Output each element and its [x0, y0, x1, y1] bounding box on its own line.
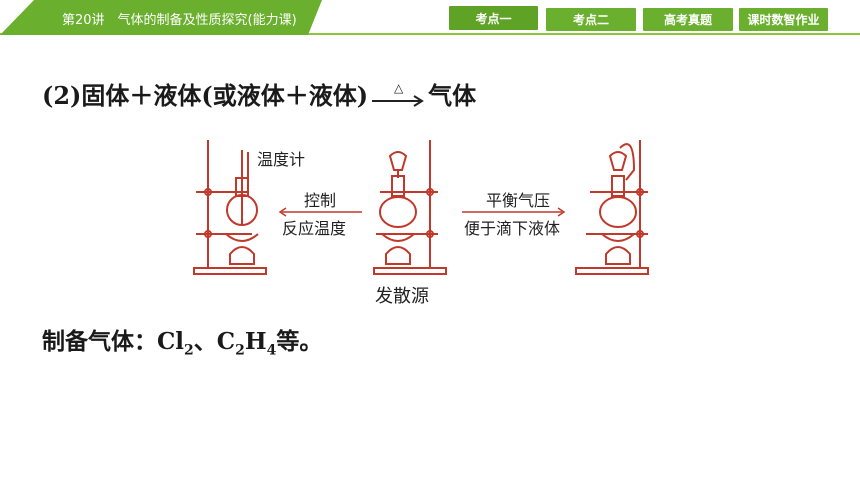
- heating-arrow: △: [370, 81, 426, 111]
- summary-part-3: H: [244, 328, 267, 355]
- label-balance-2: 便于滴下液体: [464, 219, 561, 238]
- summary-sub-3: 4: [266, 342, 277, 359]
- label-control-1: 控制: [304, 191, 337, 210]
- lesson-title-tab: [0, 0, 322, 35]
- nav-button-exam-questions[interactable]: 高考真题: [643, 8, 733, 31]
- label-source: 发散源: [375, 286, 429, 307]
- center-apparatus-icon: [373, 140, 447, 275]
- right-apparatus-icon: [575, 140, 649, 275]
- summary-part-2: 、C: [193, 328, 236, 355]
- heading-reactants: (2)固体＋液体(或液体＋液体): [42, 81, 369, 110]
- nav-button-homework[interactable]: 课时数智作业: [739, 8, 828, 31]
- label-balance-1: 平衡气压: [486, 191, 551, 210]
- summary-part-1: 制备气体：Cl: [42, 328, 185, 355]
- nav-button-kaodian-1[interactable]: 考点一: [449, 6, 538, 30]
- left-apparatus-icon: [193, 140, 267, 275]
- lesson-title: 第20讲 气体的制备及性质探究(能力课): [62, 13, 297, 28]
- label-control-2: 反应温度: [282, 219, 347, 238]
- heading-product: 气体: [428, 81, 477, 110]
- summary-sub-2: 2: [235, 342, 245, 359]
- label-thermometer: 温度计: [257, 150, 306, 169]
- heat-symbol: △: [394, 81, 404, 95]
- summary-part-4: 等。: [276, 328, 323, 355]
- apparatus-figure: [193, 140, 649, 275]
- nav-button-kaodian-2[interactable]: 考点二: [546, 8, 636, 31]
- summary-sub-1: 2: [184, 342, 194, 359]
- summary-text: 制备气体：Cl2、C2H4等。: [42, 322, 322, 359]
- header-divider: [0, 33, 860, 35]
- section-heading: (2)固体＋液体(或液体＋液体) △ 气体: [42, 76, 476, 111]
